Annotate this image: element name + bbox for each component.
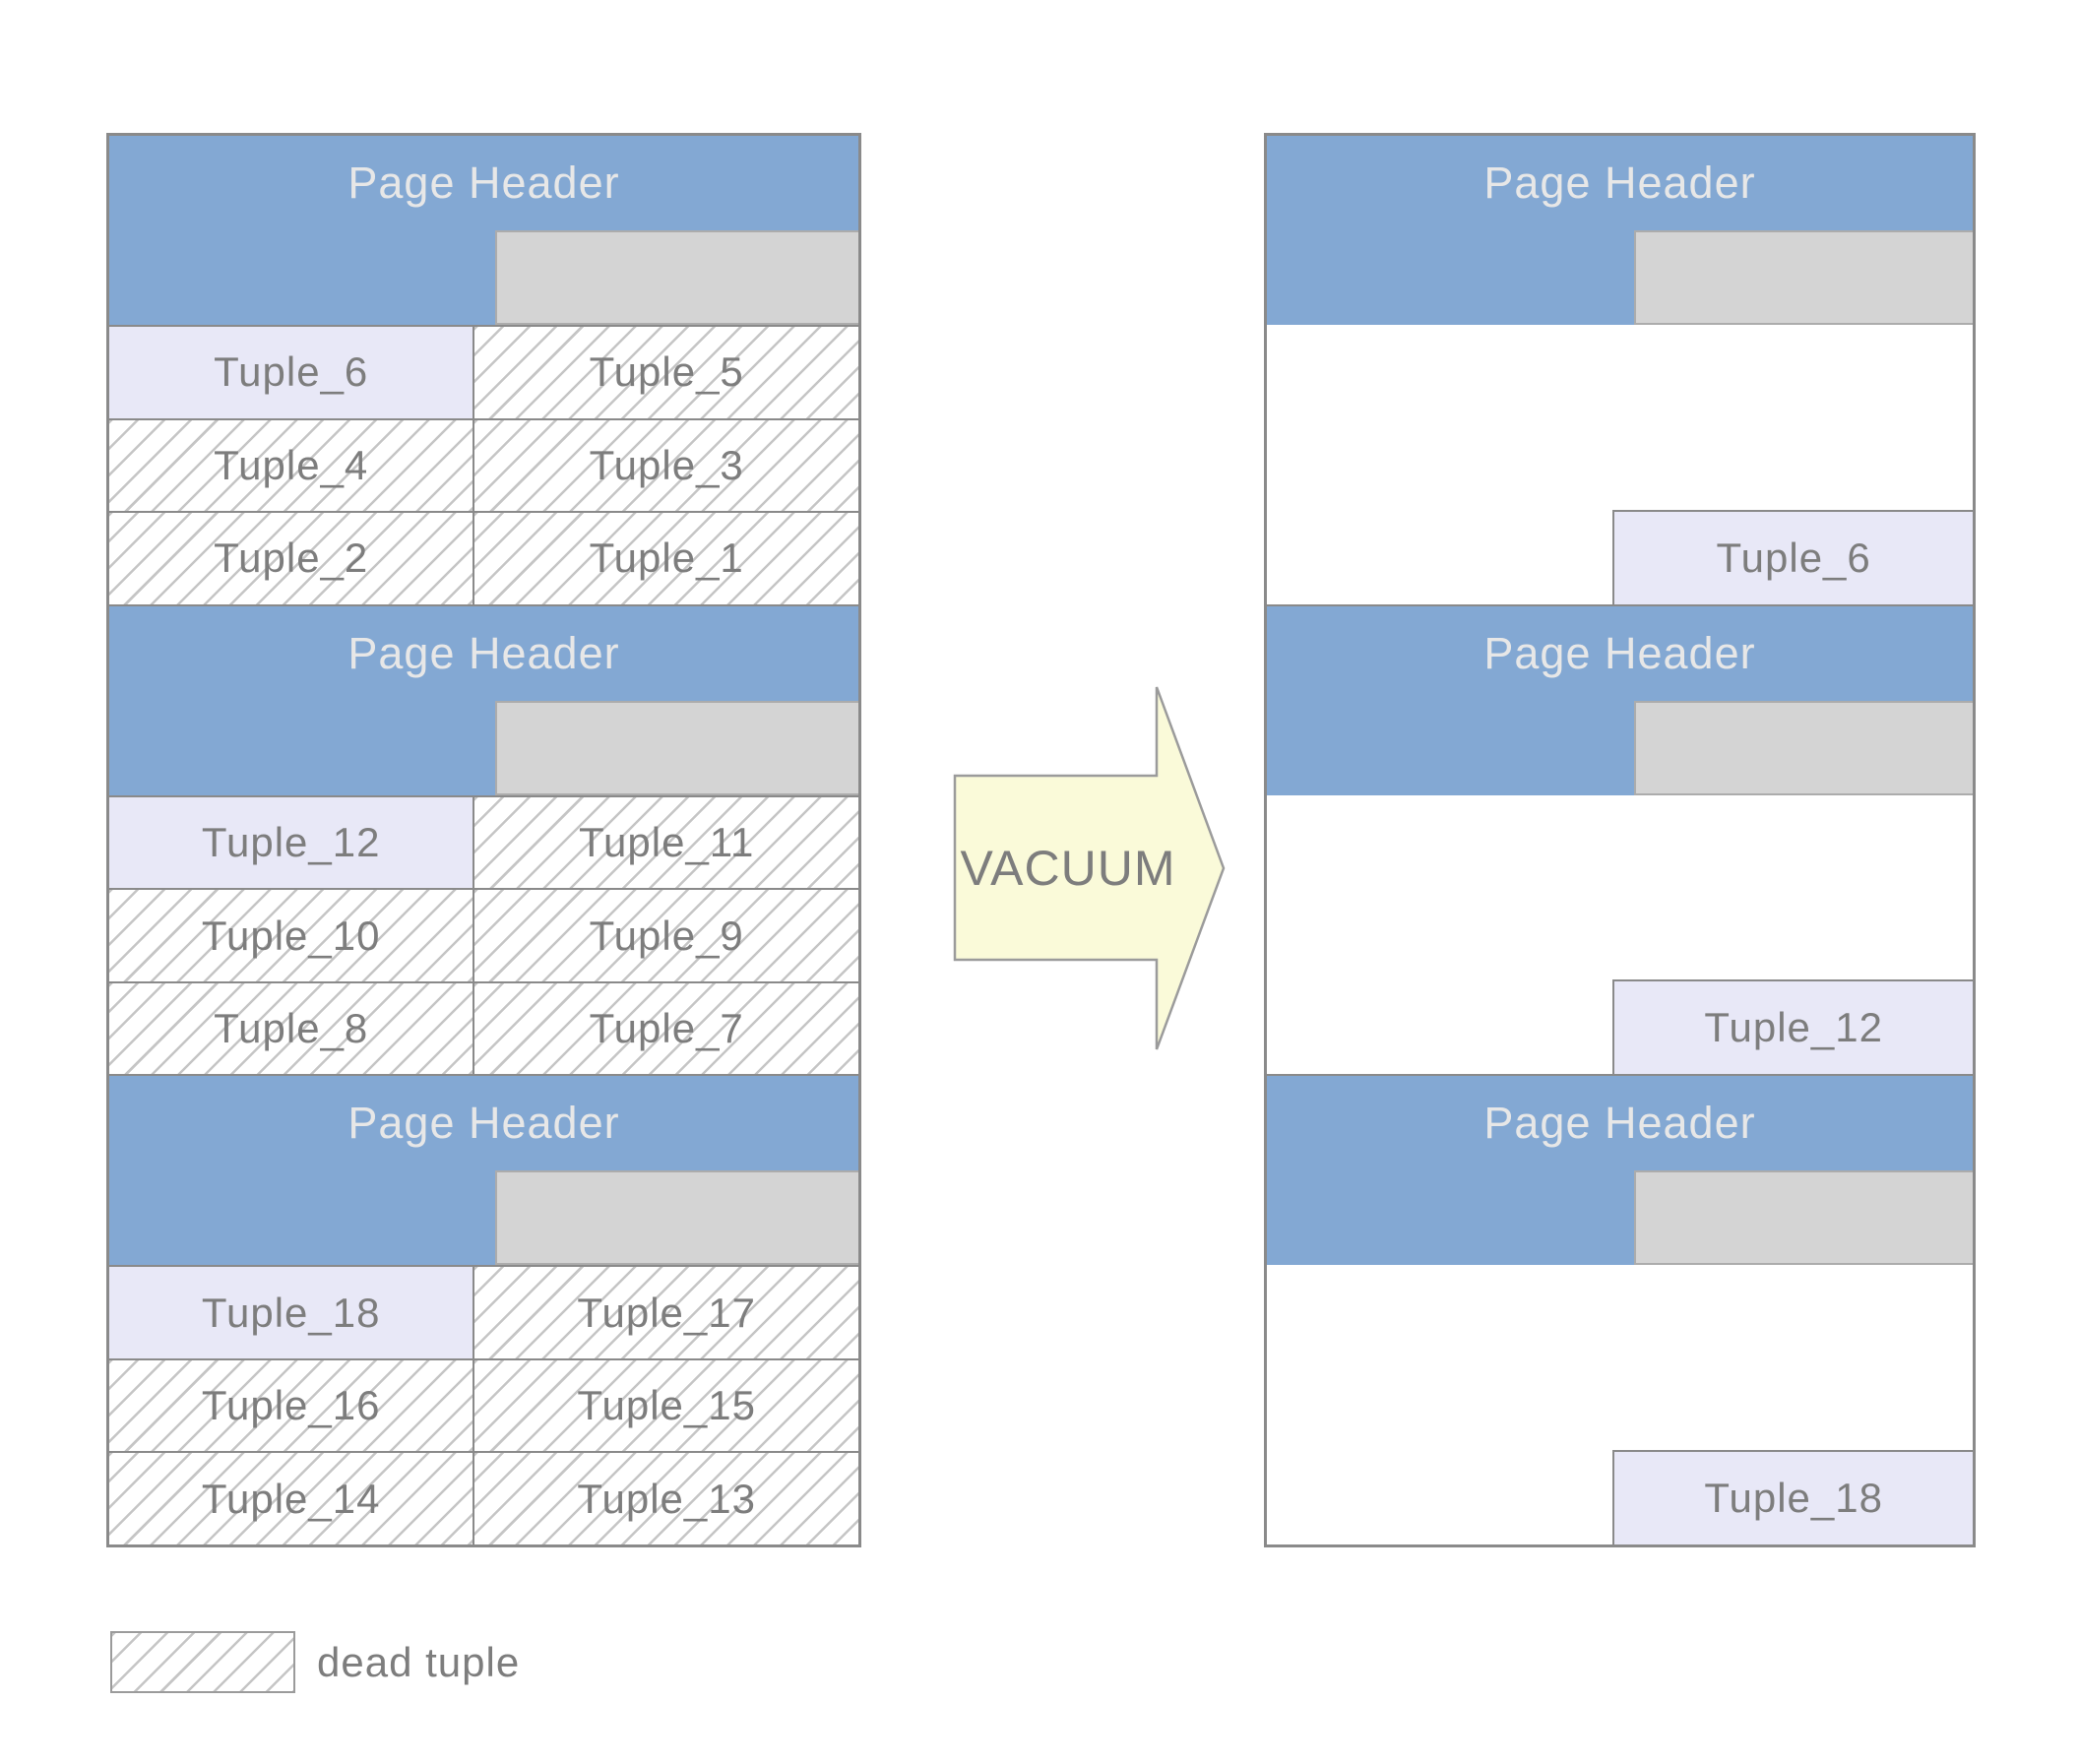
free-space-box: [1633, 230, 1973, 325]
dead-tuple-cell: Tuple_16: [109, 1359, 475, 1452]
page-header-area: Page Header: [109, 136, 858, 325]
live-tuple-cell: Tuple_18: [109, 1267, 475, 1358]
dead-tuple-cell: Tuple_11: [474, 796, 858, 889]
free-space-box: [1633, 1170, 1973, 1266]
arrow-shape: [953, 686, 1226, 1050]
dead-tuple-cell: Tuple_9: [474, 890, 858, 981]
free-space-area: [1267, 1265, 1973, 1450]
dead-tuple-legend-swatch: [110, 1631, 295, 1693]
free-space-area: [1267, 325, 1973, 510]
free-space-area: [1267, 795, 1973, 980]
page-header-area: Page Header: [109, 605, 858, 795]
page-header-area: Page Header: [1267, 1076, 1973, 1266]
page-header-area: Page Header: [1267, 136, 1973, 325]
dead-tuple-cell: Tuple_13: [474, 1453, 858, 1545]
page-header-label: Page Header: [347, 627, 620, 678]
dead-tuple-cell: Tuple_7: [474, 982, 858, 1075]
page-header-label: Page Header: [1483, 627, 1756, 678]
live-tuple-cell: Tuple_12: [1612, 979, 1973, 1075]
free-space-box: [494, 1170, 858, 1266]
free-space-box: [494, 230, 858, 325]
page-header-label: Page Header: [347, 1098, 620, 1149]
live-tuple-cell: Tuple_12: [109, 796, 475, 889]
page-header-area: Page Header: [1267, 605, 1973, 795]
dead-tuple-cell: Tuple_14: [109, 1453, 475, 1545]
dead-tuple-cell: Tuple_1: [474, 513, 858, 604]
dead-tuple-cell: Tuple_4: [109, 419, 475, 512]
page-header-label: Page Header: [347, 158, 620, 208]
free-space-box: [494, 700, 858, 795]
live-tuple-cell: Tuple_6: [109, 327, 475, 418]
dead-tuple-cell: Tuple_5: [474, 327, 858, 418]
vacuum-label: VACUUM: [960, 841, 1176, 896]
page-header-area: Page Header: [109, 1076, 858, 1266]
page-header-label: Page Header: [1483, 1098, 1756, 1149]
vacuum-arrow: [953, 686, 1226, 1050]
dead-tuple-cell: Tuple_8: [109, 982, 475, 1075]
dead-tuple-cell: Tuple_2: [109, 513, 475, 604]
free-space-box: [1633, 700, 1973, 795]
dead-tuple-cell: Tuple_15: [474, 1359, 858, 1452]
live-tuple-cell: Tuple_18: [1612, 1450, 1973, 1545]
dead-tuple-cell: Tuple_17: [474, 1267, 858, 1358]
live-tuple-cell: Tuple_6: [1612, 509, 1973, 604]
page-header-label: Page Header: [1483, 158, 1756, 208]
dead-tuple-cell: Tuple_3: [474, 419, 858, 512]
dead-tuple-cell: Tuple_10: [109, 890, 475, 981]
dead-tuple-legend-label: dead tuple: [317, 1639, 521, 1685]
